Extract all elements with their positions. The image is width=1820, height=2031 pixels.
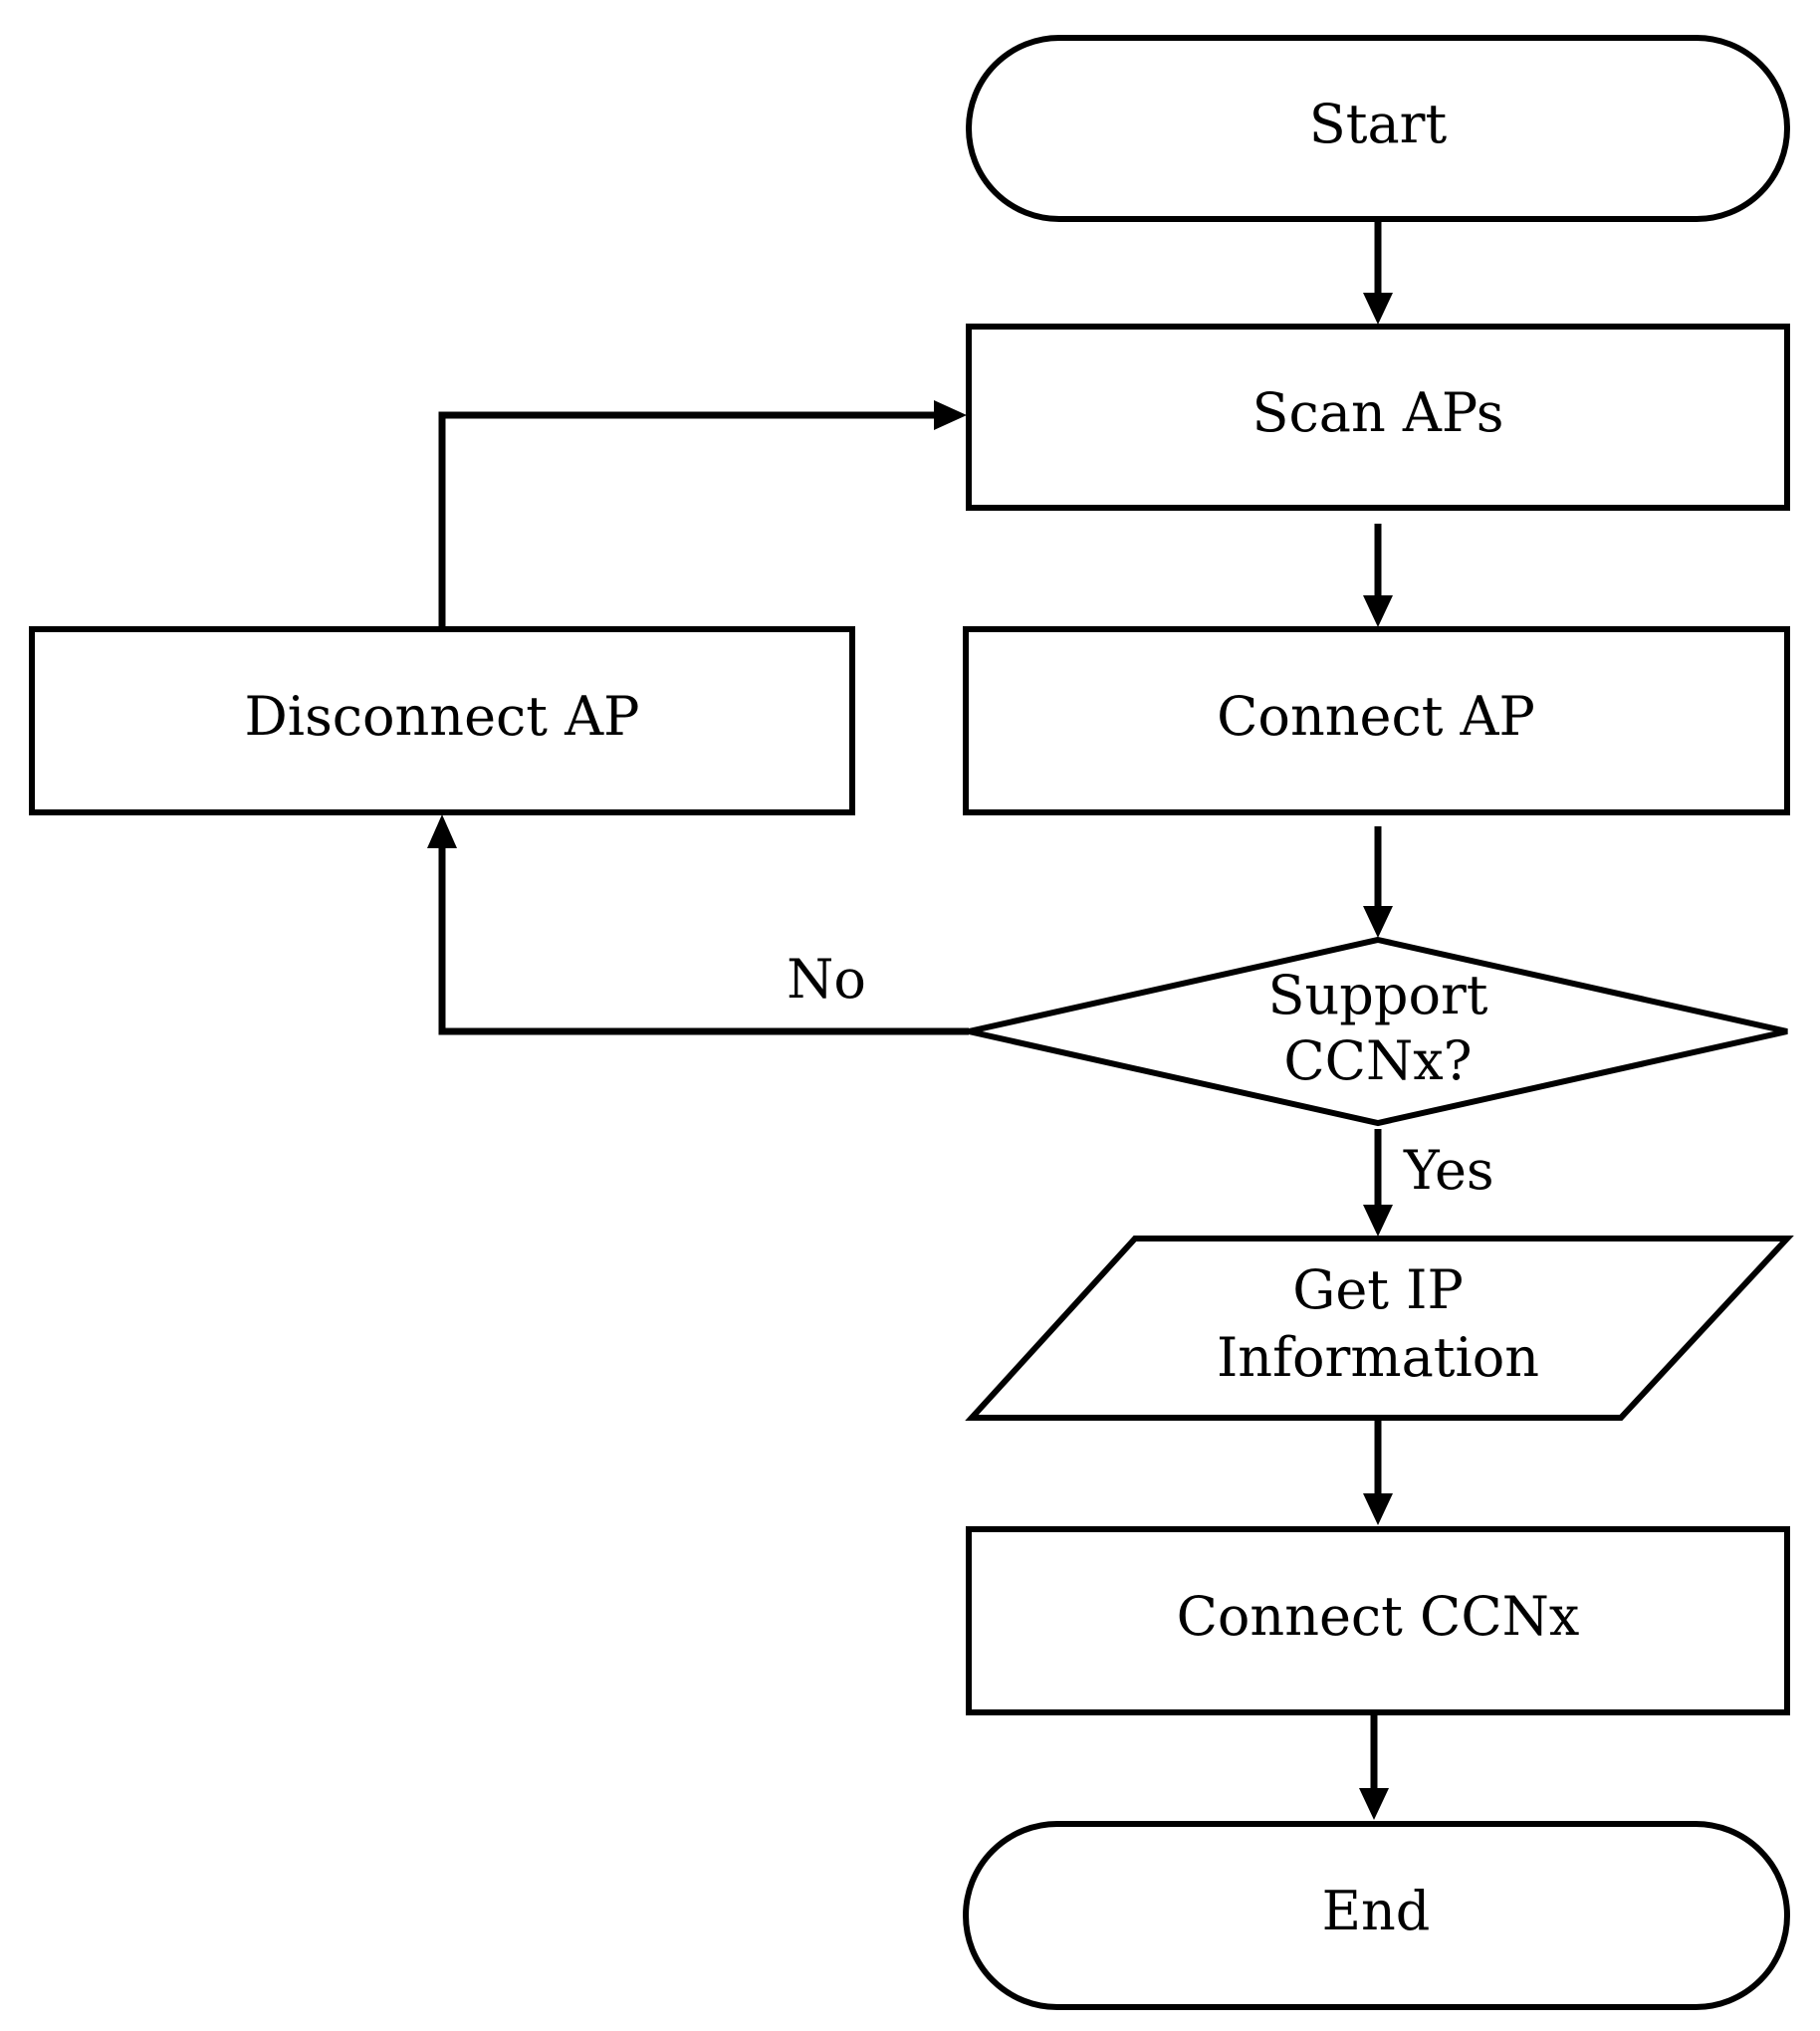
- get-ip-information-label-line2: Information: [1217, 1326, 1539, 1389]
- support-ccnx-label-line1: Support: [1268, 964, 1488, 1026]
- edge-label-yes: Yes: [1403, 1139, 1494, 1202]
- arrow-get-ip-to-connect-ccnx: [1363, 1418, 1393, 1525]
- start-label: Start: [1309, 93, 1448, 155]
- arrow-no-to-disconnect-ap: [427, 814, 969, 1035]
- connect-ccnx-label: Connect CCNx: [1177, 1585, 1580, 1648]
- disconnect-ap-label: Disconnect AP: [245, 685, 640, 748]
- arrow-start-to-scan-aps: [1363, 219, 1393, 325]
- arrow-connect-ap-to-decision: [1363, 826, 1393, 938]
- start-node: Start: [966, 35, 1790, 222]
- arrow-connect-ccnx-to-end: [1359, 1712, 1389, 1820]
- get-ip-information-label-line1: Get IP: [1292, 1258, 1464, 1321]
- connect-ccnx-node: Connect CCNx: [966, 1526, 1790, 1715]
- connect-ap-label: Connect AP: [1217, 685, 1535, 748]
- get-ip-information-node: Get IP Information: [965, 1236, 1794, 1421]
- support-ccnx-decision: Support CCNx?: [968, 936, 1788, 1127]
- end-node: End: [963, 1821, 1790, 2010]
- end-label: End: [1322, 1880, 1431, 1942]
- arrow-scan-aps-to-connect-ap: [1363, 524, 1393, 627]
- support-ccnx-label-line2: CCNx?: [1283, 1029, 1472, 1092]
- connect-ap-node: Connect AP: [963, 626, 1790, 815]
- arrow-yes-to-get-ip-information: [1363, 1129, 1393, 1237]
- disconnect-ap-node: Disconnect AP: [29, 626, 855, 815]
- edge-label-no: No: [787, 948, 866, 1011]
- arrow-disconnect-ap-to-scan-aps: [438, 400, 967, 629]
- scan-aps-label: Scan APs: [1252, 381, 1504, 444]
- scan-aps-node: Scan APs: [966, 324, 1790, 511]
